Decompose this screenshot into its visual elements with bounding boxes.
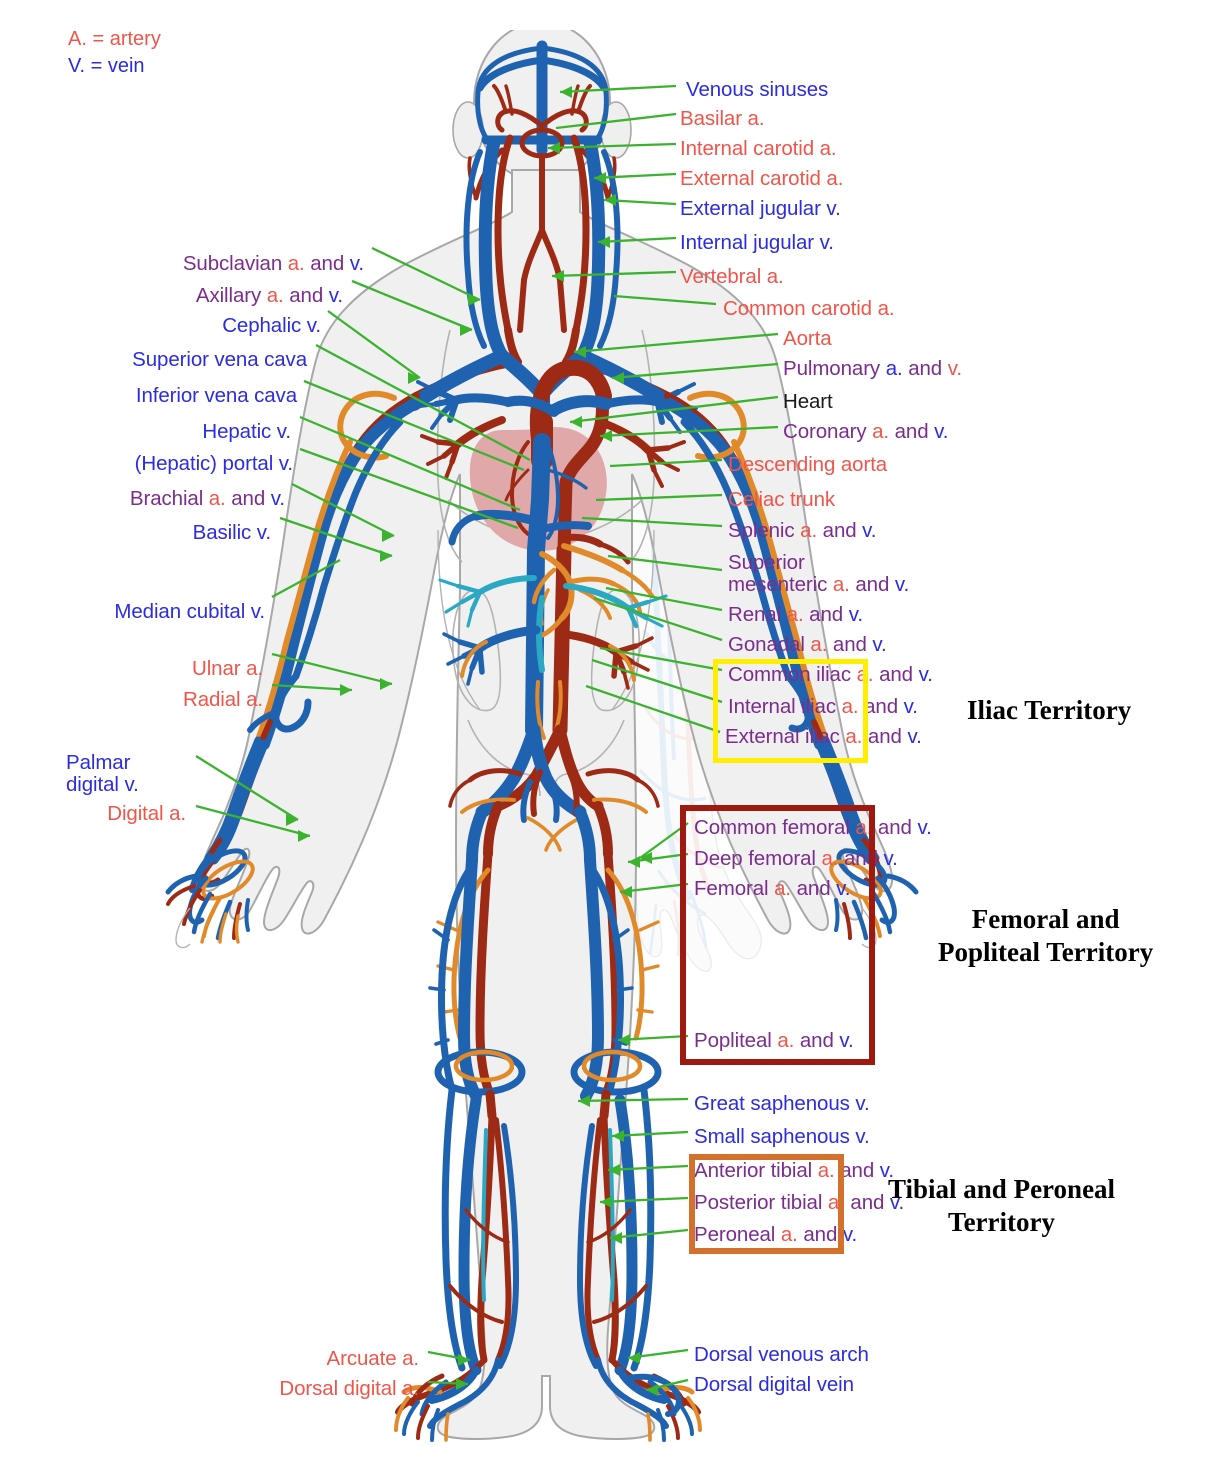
label-superior-vena-cava: Superior vena cava [132, 348, 307, 371]
label-vertebral-a: Vertebral a. [680, 265, 784, 288]
legend-vein: V. = vein [68, 55, 145, 77]
territory-box-tibial-peroneal [689, 1154, 844, 1254]
territory-title-line: Femoral and [971, 904, 1120, 934]
legend: A. = artery V. = vein [68, 26, 161, 80]
label-common-femoral-av: Common femoral a. and v. [694, 816, 932, 839]
label-gonadal-av: Gonadal a. and v. [728, 633, 887, 656]
label-median-cubital-v: Median cubital v. [114, 600, 265, 623]
hand-outline [175, 907, 877, 949]
label-radial-a: Radial a. [182, 688, 263, 711]
territory-title-line: Iliac Territory [967, 695, 1132, 725]
label-celiac-trunk: Celiac trunk [728, 488, 836, 511]
label-splenic-av: Splenic a. and v. [728, 519, 877, 542]
label-renal-av: Renal a. and v. [728, 603, 863, 626]
label-internal-jugular-v: Internal jugular v. [680, 231, 834, 254]
label-common-carotid-a: Common carotid a. [723, 297, 895, 320]
territory-title-line: Tibial and Peroneal [888, 1174, 1116, 1204]
label-inferior-vena-cava: Inferior vena cava [135, 384, 297, 407]
label-axillary-av: Axillary a. and v. [195, 284, 343, 307]
label-aorta: Aorta [783, 327, 832, 350]
label-descending-aorta: Descending aorta [728, 453, 888, 476]
territory-title-iliac: Iliac Territory [967, 694, 1131, 727]
label-coronary-av: Coronary a. and v. [783, 420, 949, 443]
label-venous-sinuses: Venous sinuses [686, 78, 829, 101]
label-common-iliac-av: Common iliac a. and v. [728, 663, 933, 686]
label-anterior-tibial-av: Anterior tibial a. and v. [694, 1159, 894, 1182]
label-internal-carotid-a: Internal carotid a. [680, 137, 837, 160]
territory-title-line: Popliteal Territory [938, 937, 1154, 967]
territory-box-iliac [713, 659, 868, 763]
label-brachial-av: Brachial a. and v. [129, 487, 285, 510]
label-popliteal-av: Popliteal a. and v. [694, 1029, 854, 1052]
legend-artery: A. = artery [68, 28, 161, 50]
circulatory-system-figure [165, 30, 919, 1442]
label-internal-iliac-av: Internal iliac a. and v. [728, 695, 918, 718]
label-digital-a: Digital a. [107, 802, 186, 825]
label-dorsal-digital-a: Dorsal digital a. [279, 1377, 419, 1400]
label-small-saphenous-v: Small saphenous v. [694, 1125, 870, 1148]
label-femoral-av: Femoral a. and v. [694, 877, 851, 900]
label-peroneal-av: Peroneal a. and v. [694, 1223, 858, 1246]
label-cephalic-v: Cephalic v. [222, 314, 321, 337]
label-external-iliac-av: External iliac a. and v. [725, 725, 922, 748]
label-external-jugular-v: External jugular v. [680, 197, 841, 220]
label-ulnar-a: Ulnar a. [192, 657, 263, 680]
label-hepatic-portal-v: (Hepatic) portal v. [134, 452, 293, 475]
label-great-saphenous-v: Great saphenous v. [694, 1092, 870, 1115]
label-external-carotid-a: External carotid a. [680, 167, 844, 190]
territory-title-line: Territory [948, 1207, 1056, 1237]
label-dorsal-digital-vein: Dorsal digital vein [694, 1373, 854, 1396]
label-dorsal-venous-arch: Dorsal venous arch [694, 1343, 869, 1366]
label-basilar-a: Basilar a. [680, 107, 765, 130]
territory-box-femoral-popliteal [680, 805, 875, 1065]
label-posterior-tibial-av: Posterior tibial a. and v. [694, 1191, 905, 1214]
label-pulmonary-av: Pulmonary a. and v. [783, 357, 962, 380]
label-hepatic-v: Hepatic v. [202, 420, 291, 443]
label-basilic-v: Basilic v. [192, 521, 271, 544]
label-subclavian-av: Subclavian a. and v. [182, 252, 364, 275]
label-deep-femoral-av: Deep femoral a. and v. [694, 847, 898, 870]
label-heart: Heart [783, 390, 833, 413]
label-arcuate-a: Arcuate a. [326, 1347, 420, 1370]
